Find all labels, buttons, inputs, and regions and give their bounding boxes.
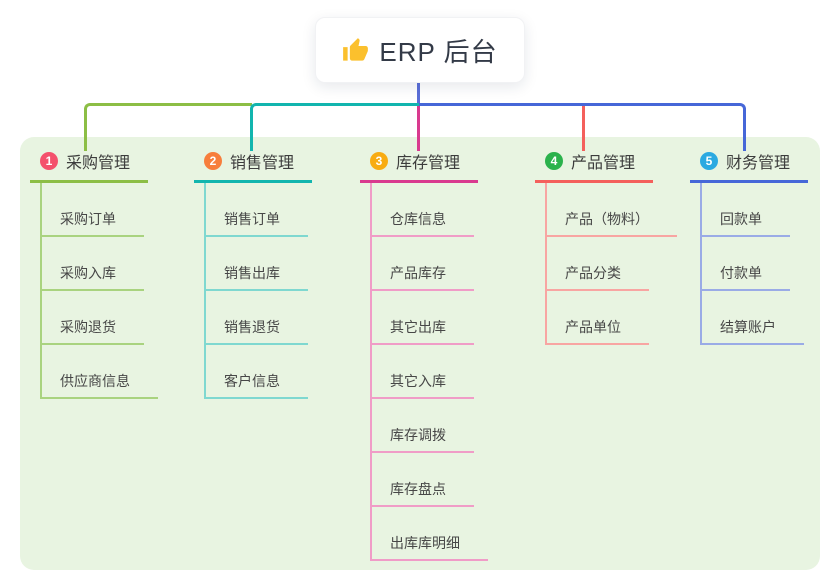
connector-branch4-stub — [582, 106, 585, 151]
branch-item[interactable]: 销售订单 — [206, 183, 308, 237]
branch-item[interactable]: 其它入库 — [372, 345, 474, 399]
branch-item[interactable]: 仓库信息 — [372, 183, 474, 237]
branch-item[interactable]: 产品（物料） — [547, 183, 677, 237]
connector-branch3-stub — [417, 106, 420, 151]
branch-title: 产品管理 — [571, 155, 636, 172]
connector-branch1-elbow — [84, 103, 252, 151]
branch-item[interactable]: 产品分类 — [547, 237, 649, 291]
branch-item[interactable]: 销售出库 — [206, 237, 308, 291]
branch-header-inventory[interactable]: 3 库存管理 — [360, 149, 479, 183]
branch-item[interactable]: 采购退货 — [42, 291, 144, 345]
branch-item[interactable]: 客户信息 — [206, 345, 308, 399]
branch-item[interactable]: 其它出库 — [372, 291, 474, 345]
branch-product: 4 产品管理 产品（物料） 产品分类 产品单位 — [535, 149, 677, 345]
branch-number-badge: 5 — [700, 152, 718, 170]
branch-item[interactable]: 采购入库 — [42, 237, 144, 291]
branch-item[interactable]: 产品库存 — [372, 237, 474, 291]
root-node[interactable]: ERP 后台 — [315, 17, 525, 83]
branch-number-badge: 4 — [545, 152, 563, 170]
branch-header-purchase[interactable]: 1 采购管理 — [30, 149, 149, 183]
branch-header-finance[interactable]: 5 财务管理 — [690, 149, 809, 183]
branch-item[interactable]: 供应商信息 — [42, 345, 158, 399]
branch-title: 销售管理 — [230, 155, 295, 172]
branch-item[interactable]: 销售退货 — [206, 291, 308, 345]
branch-title: 库存管理 — [396, 155, 461, 172]
branch-number-badge: 2 — [204, 152, 222, 170]
branch-item[interactable]: 付款单 — [702, 237, 790, 291]
branch-items: 产品（物料） 产品分类 产品单位 — [545, 183, 677, 345]
branches-panel — [20, 137, 820, 570]
branch-items: 销售订单 销售出库 销售退货 客户信息 — [204, 183, 308, 399]
branch-items: 仓库信息 产品库存 其它出库 其它入库 库存调拨 库存盘点 出库库明细 — [370, 183, 488, 561]
branch-item[interactable]: 回款单 — [702, 183, 790, 237]
branch-item[interactable]: 采购订单 — [42, 183, 144, 237]
branch-inventory: 3 库存管理 仓库信息 产品库存 其它出库 其它入库 库存调拨 库存盘点 出库库… — [360, 149, 488, 561]
branch-header-product[interactable]: 4 产品管理 — [535, 149, 654, 183]
branch-items: 采购订单 采购入库 采购退货 供应商信息 — [40, 183, 158, 399]
connector-branch2-elbow — [250, 103, 419, 151]
connector-root-stem — [417, 83, 420, 104]
root-title: ERP 后台 — [379, 36, 498, 67]
branch-item[interactable]: 产品单位 — [547, 291, 649, 345]
branch-sales: 2 销售管理 销售订单 销售出库 销售退货 客户信息 — [194, 149, 313, 399]
branch-item[interactable]: 结算账户 — [702, 291, 804, 345]
branch-title: 采购管理 — [66, 155, 131, 172]
branch-header-sales[interactable]: 2 销售管理 — [194, 149, 313, 183]
branch-title: 财务管理 — [726, 155, 791, 172]
branch-item[interactable]: 库存盘点 — [372, 453, 474, 507]
thumbs-up-icon — [342, 37, 369, 64]
branch-number-badge: 1 — [40, 152, 58, 170]
branch-number-badge: 3 — [370, 152, 388, 170]
branch-purchase: 1 采购管理 采购订单 采购入库 采购退货 供应商信息 — [30, 149, 158, 399]
branch-finance: 5 财务管理 回款单 付款单 结算账户 — [690, 149, 809, 345]
connector-branch5-elbow — [419, 103, 746, 151]
branch-item[interactable]: 库存调拨 — [372, 399, 474, 453]
branch-item[interactable]: 出库库明细 — [372, 507, 488, 561]
branch-items: 回款单 付款单 结算账户 — [700, 183, 804, 345]
